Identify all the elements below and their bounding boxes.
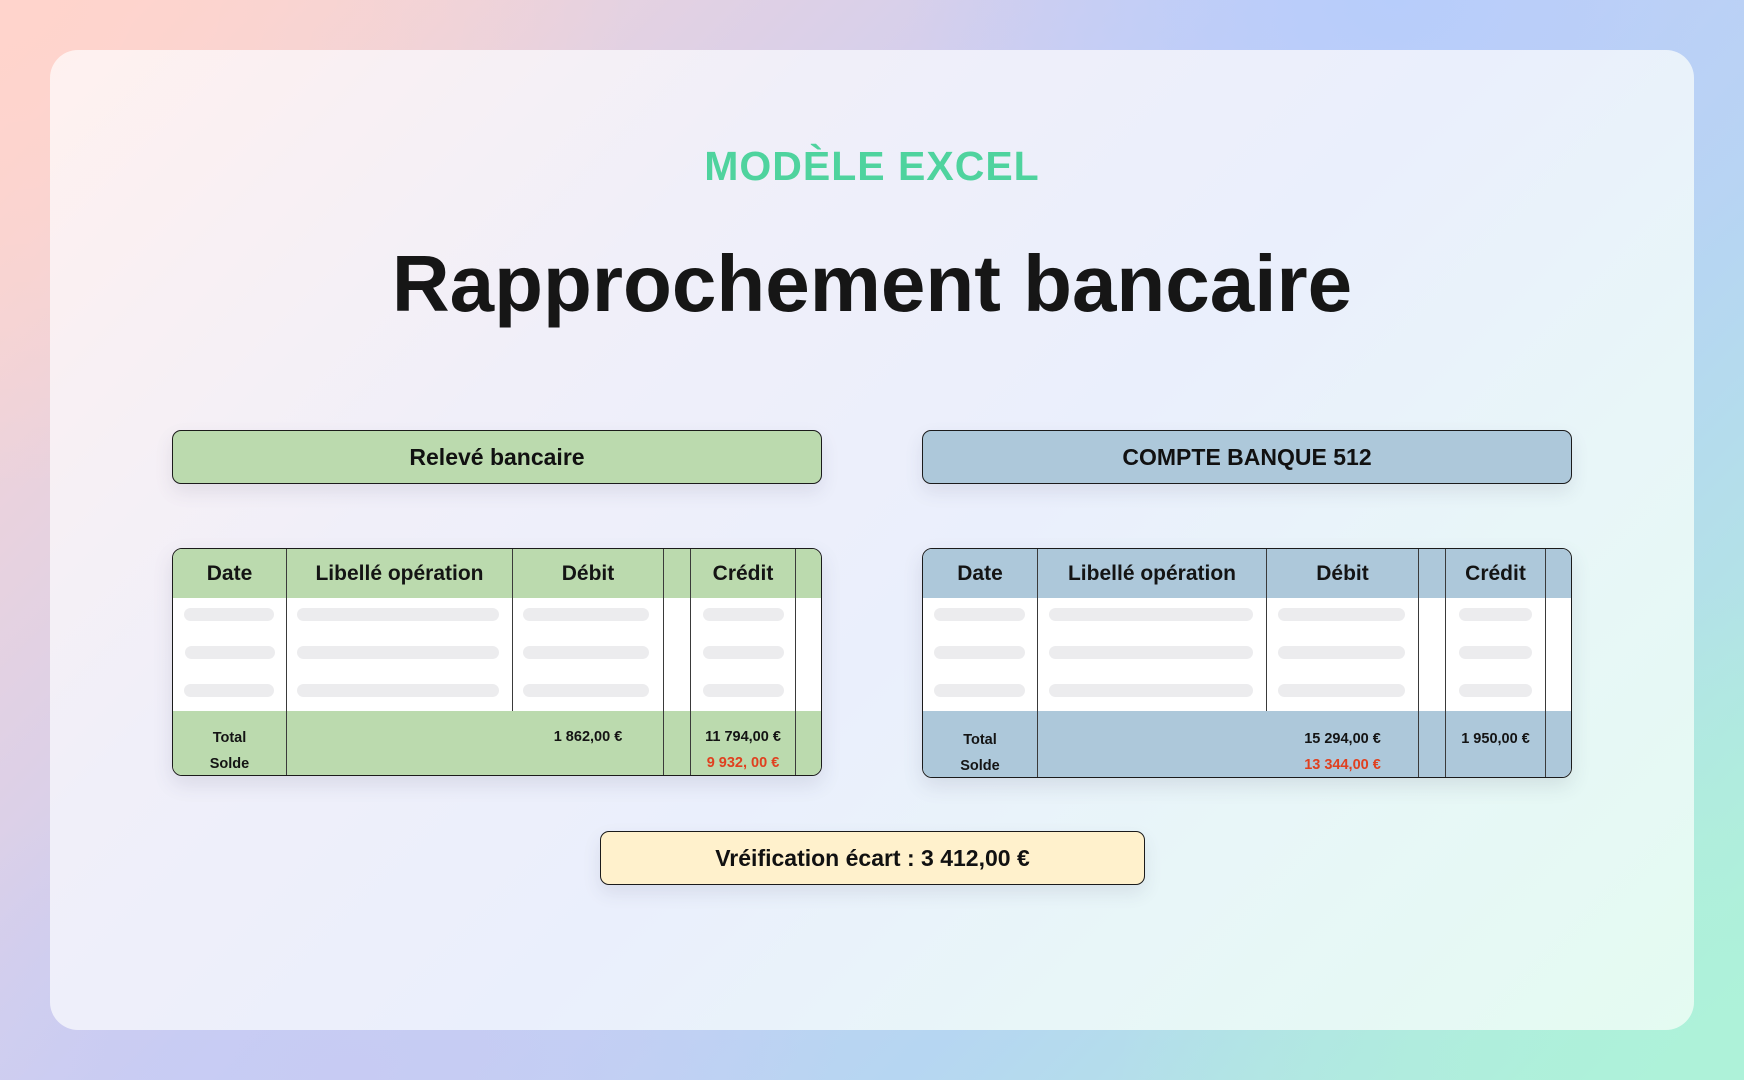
solde-label: Solde — [960, 758, 1000, 774]
solde-label: Solde — [209, 756, 250, 772]
table-header-row — [173, 549, 821, 598]
placeholder-cell — [1459, 684, 1532, 697]
account-512-heading: COMPTE BANQUE 512 — [922, 430, 1572, 484]
placeholder-cell — [297, 646, 499, 659]
column-divider — [795, 549, 796, 775]
placeholder-cell — [934, 608, 1025, 621]
column-header-date: Date — [957, 561, 1003, 585]
table-footer — [923, 711, 1571, 777]
placeholder-cell — [297, 608, 499, 621]
column-header-date: Date — [206, 561, 253, 585]
column-divider — [1418, 549, 1419, 777]
column-divider — [286, 549, 287, 775]
column-divider — [1037, 549, 1038, 777]
total-credit-value: 1 950,00 € — [1461, 731, 1530, 747]
placeholder-cell — [184, 608, 274, 621]
placeholder-cell — [703, 608, 784, 621]
column-divider — [1445, 549, 1446, 777]
placeholder-cell — [523, 608, 649, 621]
column-header-credit: Crédit — [1465, 561, 1526, 585]
verification-gap-box: Vréification écart : 3 412,00 € — [600, 831, 1145, 885]
eyebrow-label: MODÈLE EXCEL — [704, 143, 1040, 189]
total-debit-value: 15 294,00 € — [1304, 731, 1381, 747]
placeholder-cell — [1278, 608, 1405, 621]
table-footer — [173, 711, 821, 775]
column-divider — [663, 549, 664, 775]
placeholder-cell — [1278, 646, 1405, 659]
placeholder-cell — [703, 646, 784, 659]
bank-statement-table: Date Libellé opération Débit Crédit Tota… — [172, 548, 822, 776]
placeholder-cell — [1049, 608, 1253, 621]
account-512-table: Date Libellé opération Débit Crédit Tota… — [922, 548, 1572, 778]
solde-credit-value: 9 932, 00 € — [706, 755, 780, 771]
bank-statement-heading: Relevé bancaire — [172, 430, 822, 484]
placeholder-cell — [1459, 608, 1532, 621]
column-header-debit: Débit — [1316, 561, 1369, 585]
column-divider — [690, 549, 691, 775]
column-divider — [512, 549, 513, 711]
total-label: Total — [212, 730, 247, 746]
total-label: Total — [963, 732, 997, 748]
column-header-debit: Débit — [561, 561, 615, 585]
placeholder-cell — [1278, 684, 1405, 697]
column-header-label: Libellé opération — [315, 561, 484, 585]
placeholder-cell — [297, 684, 499, 697]
total-debit-value: 1 862,00 € — [553, 729, 623, 745]
column-header-credit: Crédit — [712, 561, 774, 585]
placeholder-cell — [934, 684, 1025, 697]
placeholder-cell — [523, 684, 649, 697]
column-divider — [1266, 549, 1267, 711]
table-header-row — [923, 549, 1571, 598]
page-title: Rapprochement bancaire — [391, 239, 1353, 328]
placeholder-cell — [934, 646, 1025, 659]
column-header-label: Libellé opération — [1067, 561, 1237, 585]
placeholder-cell — [523, 646, 649, 659]
placeholder-cell — [1459, 646, 1532, 659]
placeholder-cell — [185, 646, 275, 659]
column-divider — [1545, 549, 1546, 777]
placeholder-cell — [1049, 646, 1253, 659]
placeholder-cell — [184, 684, 274, 697]
placeholder-cell — [1049, 684, 1253, 697]
solde-debit-value: 13 344,00 € — [1304, 757, 1381, 773]
total-credit-value: 11 794,00 € — [705, 729, 781, 745]
placeholder-cell — [703, 684, 784, 697]
